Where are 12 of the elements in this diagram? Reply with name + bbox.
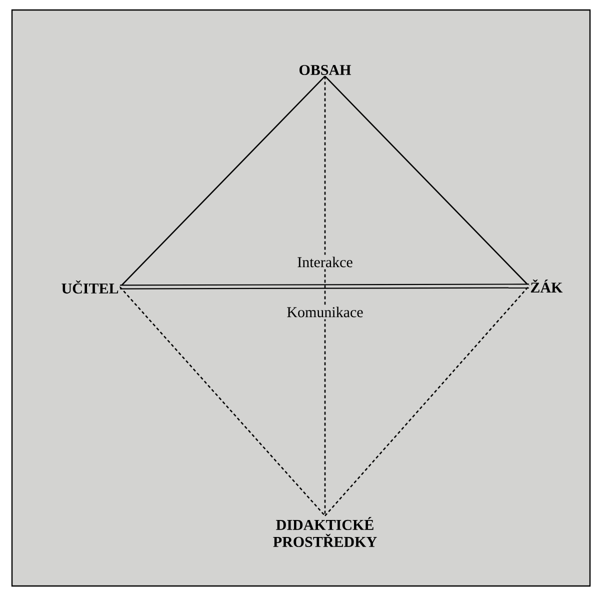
line	[324, 76, 530, 286]
vertex-label: ŽÁK	[530, 280, 563, 292]
vertex-label: DIDAKTICKÉ PROSTŘEDKY	[273, 517, 377, 547]
relation-label: Komunikace	[287, 306, 363, 318]
double-line	[120, 284, 530, 290]
line	[120, 76, 326, 288]
vertex-label: OBSAH	[299, 64, 351, 76]
dashed-line	[324, 286, 530, 516]
dashed-line	[120, 286, 326, 516]
relation-label: Interakce	[298, 256, 352, 268]
vertex-label: UČITEL	[62, 280, 118, 294]
dashed-line	[324, 76, 326, 516]
